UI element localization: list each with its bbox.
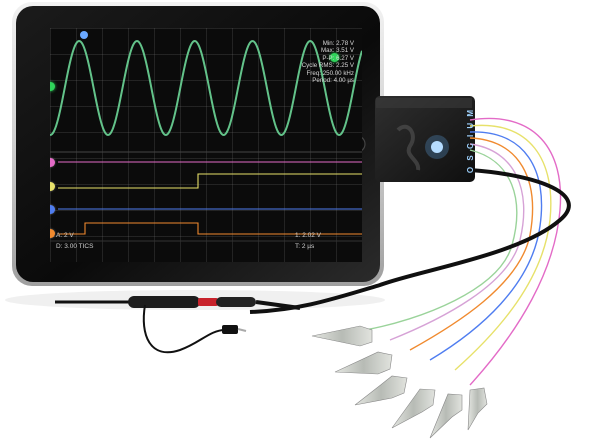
timebase-readout: T: 2 µs: [295, 243, 315, 250]
measure-period: Period: 4.00 µs: [312, 77, 354, 85]
channel-yellow-handle-icon[interactable]: [50, 182, 55, 191]
measure-max: Max: 3.51 V: [320, 47, 354, 55]
analog-offset-handle-icon[interactable]: [50, 82, 55, 91]
measure-min: Min: 2.78 V: [322, 40, 354, 47]
cursor-handle-icon[interactable]: [330, 53, 339, 62]
logic-trace-yellow: [58, 173, 362, 189]
logic-trace-orange: [58, 222, 362, 235]
cursor-voltage-readout: 1: 2.02 V: [295, 232, 322, 239]
measure-cycle-rms: Cycle RMS: 2.25 V: [301, 62, 354, 70]
device-brand-label: O S C I U M: [466, 107, 476, 174]
analog-scale-readout: A: 2 V: [56, 232, 74, 239]
measure-pp: P-P: 6.27 V: [322, 54, 354, 62]
channel-blue-handle-icon[interactable]: [50, 205, 55, 214]
analog-sine-trace: [50, 39, 362, 137]
digital-readout: D: 3.00 TICS: [56, 243, 94, 250]
measure-freq: Freq: 250.00 kHz: [306, 69, 354, 77]
measurement-readouts: Min: 2.78 V Max: 3.51 V P-P: 6.27 V Cycl…: [244, 40, 354, 84]
channel-orange-handle-icon[interactable]: [50, 229, 55, 238]
channel-pink-handle-icon[interactable]: [50, 158, 55, 167]
waveform-traces: [50, 39, 362, 242]
oscilloscope-screen: Min: 2.78 V Max: 3.51 V P-P: 6.27 V Cycl…: [50, 28, 362, 262]
trigger-marker-icon[interactable]: [80, 31, 88, 39]
